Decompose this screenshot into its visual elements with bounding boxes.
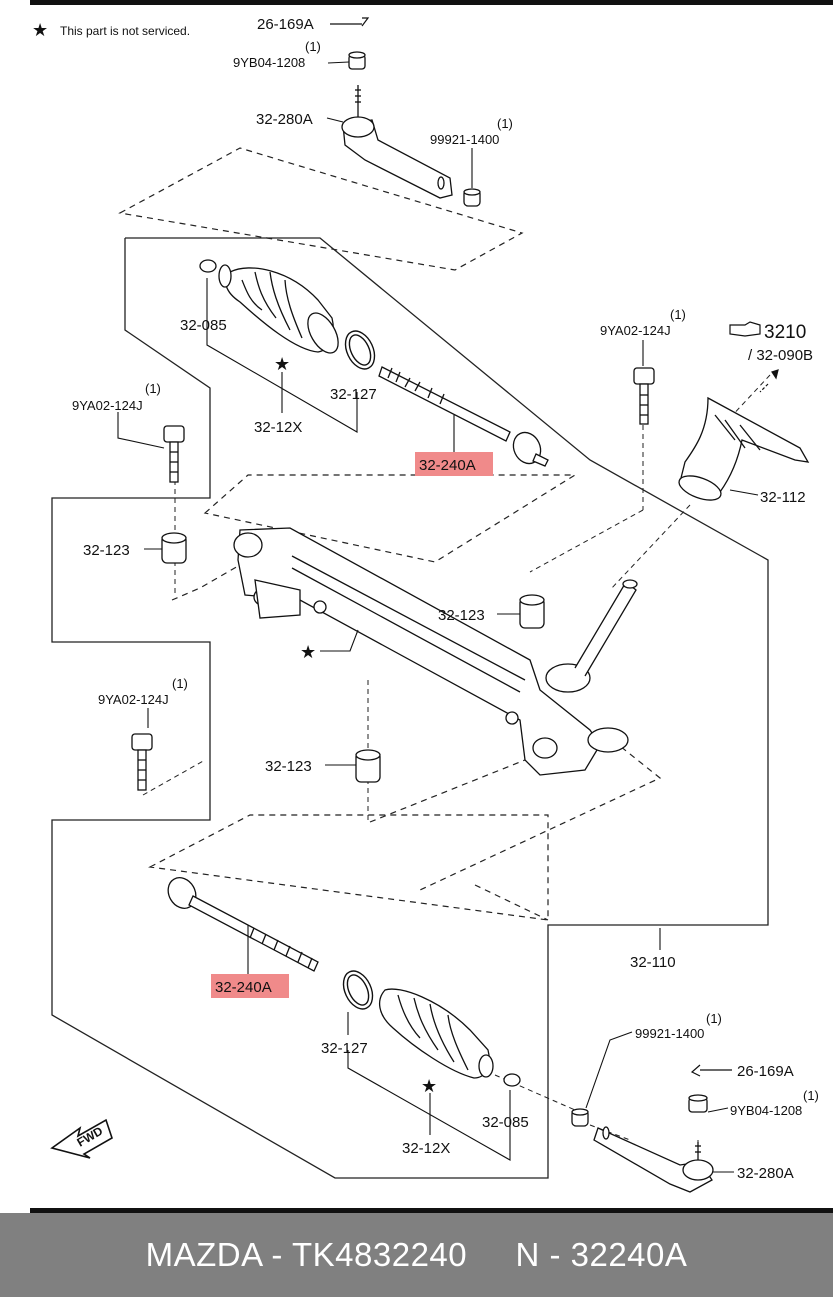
label-seal-bottom: 26-169A bbox=[737, 1063, 794, 1080]
label-band-bottom: 32-127 bbox=[321, 1040, 368, 1057]
footer-bar: MAZDA - TK4832240 N - 32240A bbox=[0, 1213, 833, 1297]
label-cotter-bottom-qty: (1) bbox=[706, 1011, 722, 1026]
star-boot-bottom: ★ bbox=[421, 1076, 437, 1096]
label-gear-assembly: 32-110 bbox=[630, 954, 676, 971]
tie-rod-end-top bbox=[341, 85, 453, 199]
steering-gear-body bbox=[233, 527, 638, 776]
label-clamp-bottom: 32-085 bbox=[482, 1114, 529, 1131]
label-bolt-right: 9YA02-124J bbox=[600, 323, 671, 338]
top-border bbox=[30, 0, 833, 5]
seal-marker-top bbox=[330, 17, 370, 27]
tie-rod-top bbox=[378, 366, 549, 467]
bushing-right bbox=[519, 594, 545, 629]
label-bushing-right: 32-123 bbox=[438, 607, 485, 624]
label-tie-rod-end-bottom: 32-280A bbox=[737, 1165, 794, 1182]
boot-top bbox=[218, 264, 339, 354]
label-dust-boot: 32-112 bbox=[760, 489, 806, 506]
pointing-hand-icon bbox=[729, 321, 761, 337]
label-nut-top-qty: (1) bbox=[305, 39, 321, 54]
bolt-left-upper bbox=[163, 425, 185, 483]
band-bottom bbox=[342, 970, 374, 1010]
note-text: This part is not serviced. bbox=[60, 24, 190, 38]
dust-boot bbox=[678, 396, 810, 501]
band-top bbox=[344, 330, 376, 370]
bolt-left-lower bbox=[131, 733, 153, 791]
label-cotter-top: 99921-1400 bbox=[430, 132, 499, 147]
label-bushing-left-upper: 32-123 bbox=[83, 542, 130, 559]
label-tie-rod-top: 32-240A bbox=[419, 457, 476, 474]
bushing-left-lower bbox=[355, 749, 381, 783]
label-nut-bottom: 9YB04-1208 bbox=[730, 1103, 802, 1118]
cotter-nut-top bbox=[463, 188, 481, 207]
label-ref-part: / 32-090B bbox=[748, 347, 813, 364]
label-boot-top: 32-12X bbox=[254, 419, 302, 436]
diagram-svg: ★ This part is not serviced. bbox=[30, 0, 833, 1213]
label-cotter-bottom: 99921-1400 bbox=[635, 1026, 704, 1041]
boot-bottom bbox=[378, 988, 494, 1079]
bushing-left-upper bbox=[161, 532, 187, 564]
bottom-border bbox=[30, 1208, 833, 1213]
label-band-top: 32-127 bbox=[330, 386, 377, 403]
label-boot-bottom: 32-12X bbox=[402, 1140, 450, 1157]
label-cotter-top-qty: (1) bbox=[497, 116, 513, 131]
label-bolt-left-upper-qty: (1) bbox=[145, 381, 161, 396]
highlight-tie-rod-bottom bbox=[211, 974, 289, 998]
ref-arrow bbox=[759, 369, 779, 393]
nut-top bbox=[348, 51, 366, 70]
group-outline bbox=[51, 237, 769, 1179]
clamp-bottom bbox=[503, 1073, 521, 1087]
tie-rod-bottom bbox=[167, 877, 319, 972]
nut-bottom bbox=[688, 1094, 708, 1113]
label-seal-top: 26-169A bbox=[257, 16, 314, 33]
seal-marker-bottom bbox=[690, 1064, 732, 1077]
label-bolt-left-lower-qty: (1) bbox=[172, 676, 188, 691]
label-bolt-left-lower: 9YA02-124J bbox=[98, 692, 169, 707]
label-bolt-left-upper: 9YA02-124J bbox=[72, 398, 143, 413]
parts-diagram: ★ This part is not serviced. bbox=[30, 0, 833, 1213]
clamp-top bbox=[199, 259, 217, 273]
label-tie-rod-end-top: 32-280A bbox=[256, 111, 313, 128]
label-bolt-right-qty: (1) bbox=[670, 307, 686, 322]
label-nut-top: 9YB04-1208 bbox=[233, 55, 305, 70]
star-gear: ★ bbox=[300, 642, 316, 662]
label-nut-bottom-qty: (1) bbox=[803, 1088, 819, 1103]
tie-rod-end-bottom bbox=[593, 1126, 714, 1193]
label-ref-section: 3210 bbox=[764, 322, 806, 343]
dashed-frames bbox=[118, 147, 662, 921]
leader-lines bbox=[117, 61, 759, 1173]
fwd-arrow-icon: FWD bbox=[50, 1118, 113, 1159]
bolt-right bbox=[633, 367, 655, 425]
label-clamp-top: 32-085 bbox=[180, 317, 227, 334]
footer-part-number: MAZDA - TK4832240 N - 32240A bbox=[145, 1236, 688, 1273]
cotter-nut-bottom bbox=[571, 1108, 589, 1127]
star-boot-top: ★ bbox=[274, 354, 290, 374]
highlight-tie-rod-top bbox=[415, 452, 493, 476]
label-tie-rod-bottom: 32-240A bbox=[215, 979, 272, 996]
label-bushing-left-lower: 32-123 bbox=[265, 758, 312, 775]
note-star: ★ bbox=[32, 20, 48, 40]
